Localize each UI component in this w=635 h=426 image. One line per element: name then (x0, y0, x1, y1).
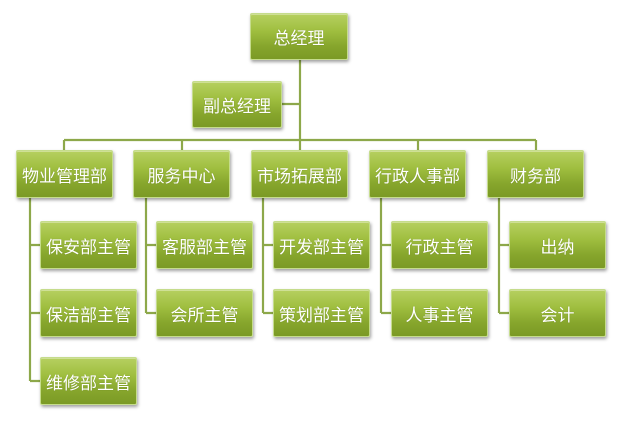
node-dept-4-sub-2-label: 人事主管 (405, 305, 474, 326)
node-dept-3-sub-2: 策划部主管 (273, 289, 370, 337)
node-dept-4-label: 行政人事部 (375, 166, 460, 187)
node-dept-5-sub-1: 出纳 (509, 221, 606, 269)
node-vice-ceo-label: 副总经理 (203, 97, 271, 117)
node-dept-5-sub-1-label: 出纳 (540, 237, 575, 258)
node-dept-4-sub-2: 人事主管 (391, 289, 488, 337)
connector-dept-5-subs (497, 198, 509, 315)
node-dept-1-sub-1: 保安部主管 (40, 221, 137, 269)
node-dept-1-sub-2: 保洁部主管 (40, 289, 137, 337)
node-dept-3-sub-1-label: 开发部主管 (279, 237, 364, 258)
node-dept-2-sub-2-label: 会所主管 (170, 305, 239, 326)
node-vice-ceo: 副总经理 (192, 81, 282, 128)
node-dept-1-sub-2-label: 保洁部主管 (46, 305, 131, 326)
node-ceo-label: 总经理 (273, 29, 325, 49)
node-dept-2: 服务中心 (133, 150, 230, 198)
node-dept-5-sub-2: 会计 (509, 289, 606, 337)
node-dept-3-label: 市场拓展部 (257, 166, 342, 187)
connector-dept-3-subs (261, 198, 273, 315)
node-dept-5-label: 财务部 (510, 166, 561, 187)
node-dept-3-sub-1: 开发部主管 (273, 221, 370, 269)
connector-dept-4-subs (379, 198, 391, 315)
node-dept-1-sub-1-label: 保安部主管 (46, 237, 131, 258)
connector-dept-1-subs (28, 198, 40, 383)
node-dept-2-label: 服务中心 (147, 166, 216, 187)
node-dept-4: 行政人事部 (369, 150, 466, 198)
node-ceo: 总经理 (250, 13, 348, 60)
node-dept-1-label: 物业管理部 (22, 166, 107, 187)
node-dept-3: 市场拓展部 (251, 150, 348, 198)
node-dept-1: 物业管理部 (16, 150, 113, 198)
node-dept-5: 财务部 (487, 150, 584, 198)
node-dept-3-sub-2-label: 策划部主管 (279, 305, 364, 326)
node-dept-4-sub-1: 行政主管 (391, 221, 488, 269)
node-dept-5-sub-2-label: 会计 (540, 305, 575, 326)
node-dept-2-sub-1-label: 客服部主管 (162, 237, 247, 258)
node-dept-2-sub-1: 客服部主管 (156, 221, 253, 269)
node-dept-1-sub-3-label: 维修部主管 (46, 373, 131, 394)
connector-dept-2-subs (144, 198, 156, 315)
node-dept-2-sub-2: 会所主管 (156, 289, 253, 337)
node-dept-1-sub-3: 维修部主管 (40, 357, 137, 405)
node-dept-4-sub-1-label: 行政主管 (405, 237, 474, 258)
